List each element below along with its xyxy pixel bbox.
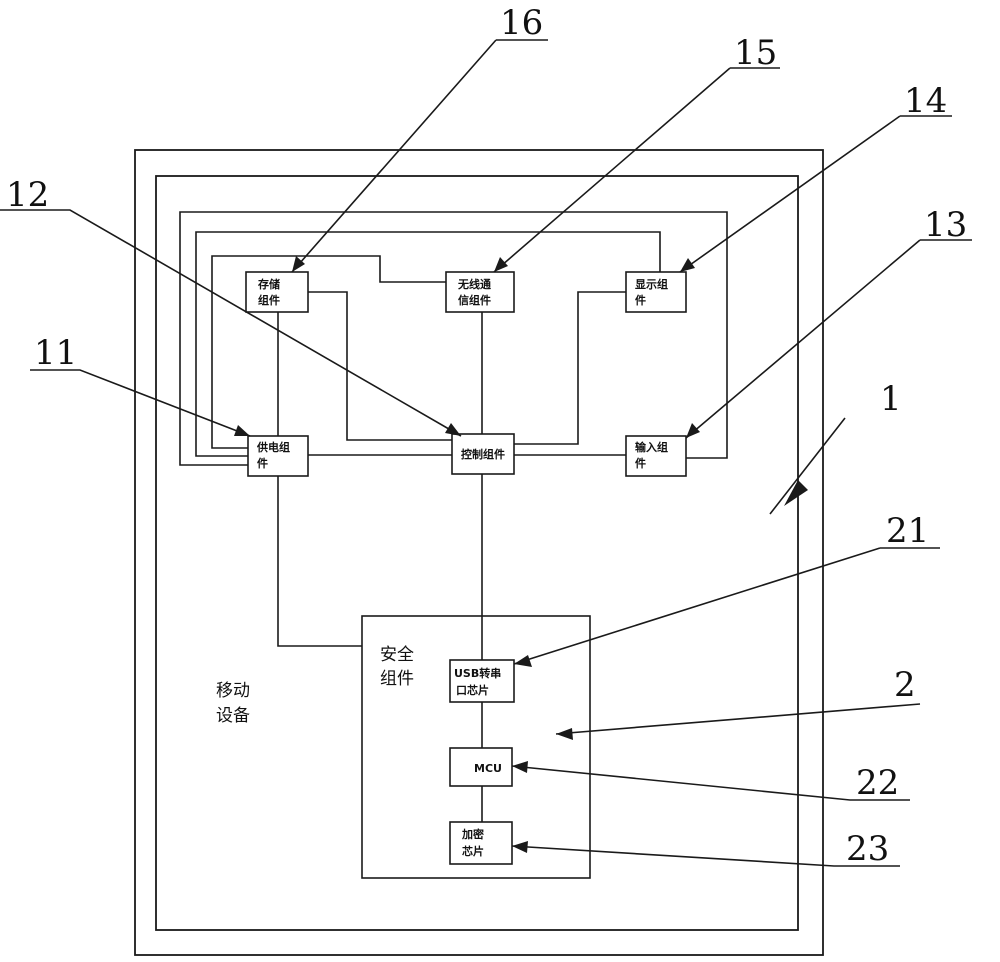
ref-22: 22 [856,763,899,803]
leader-14 [679,115,952,273]
display-label: 显示组 件 [635,277,672,307]
leader-23 [511,841,900,867]
power-label: 供电组 件 [256,440,294,470]
ref-1: 1 [880,379,902,419]
ref-12: 12 [6,175,49,215]
security-component-box [361,615,591,879]
wireless-label: 无线通 信组件 [457,277,495,307]
power-box [247,435,309,477]
control-label: 控制组件 [461,447,505,461]
mcu-label: MCU [474,762,502,775]
wire-power-security [277,476,362,647]
leader-11 [30,369,251,437]
leader-15 [493,67,780,273]
ref-23: 23 [846,829,889,869]
bus-loop-outer [179,211,728,466]
device-outer-frame [134,149,824,956]
security-component-label: 安全 组件 [380,645,419,689]
mcu-box [449,747,513,787]
leader-22 [511,761,910,801]
leader-21 [513,547,940,667]
ref-21: 21 [886,511,929,551]
ref-15: 15 [734,33,777,73]
leader-1 [769,417,846,515]
ref-11: 11 [34,333,77,373]
ref-13: 13 [924,205,967,245]
usb-label: USB转串 口芯片 [454,666,505,697]
crypto-box [449,821,513,865]
wire-storage-control [308,291,452,441]
storage-label: 存储 组件 [258,277,284,307]
device-middle-frame [155,175,799,931]
control-box [451,433,515,475]
ref-2: 2 [894,665,916,705]
input-box [625,435,687,477]
ref-16: 16 [500,3,543,43]
mobile-device-label: 移动 设备 [216,681,255,726]
storage-box [245,271,309,313]
leader-12 [0,209,462,437]
input-label: 输入组 件 [635,440,672,470]
crypto-label: 加密 芯片 [461,827,488,858]
leader-2 [555,703,921,740]
bus-loop-middle [195,231,661,457]
display-box [625,271,687,313]
ref-14: 14 [904,81,947,121]
leader-13 [685,239,972,439]
wire-display-control [514,291,626,445]
leader-16 [291,39,548,273]
usb-box [449,659,515,703]
wireless-box [445,271,515,313]
